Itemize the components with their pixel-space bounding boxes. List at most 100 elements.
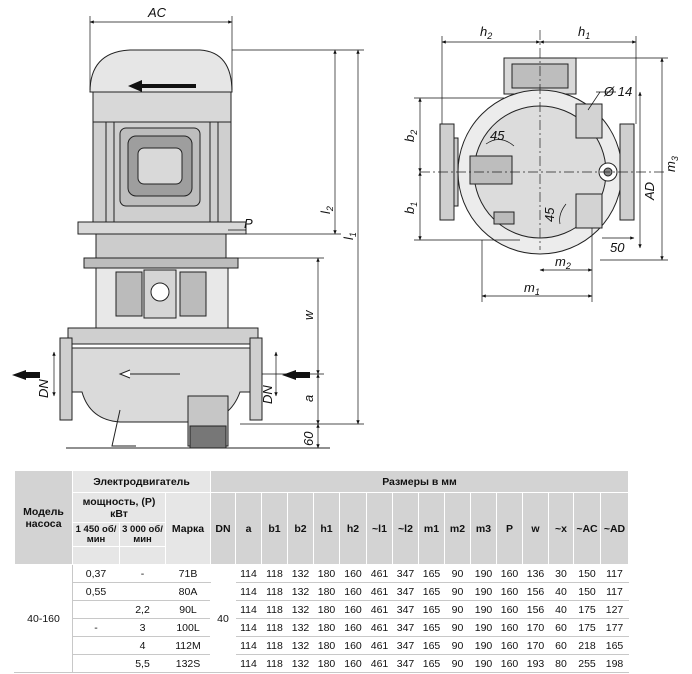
value-cell: 160 bbox=[496, 582, 523, 601]
value-cell: 218 bbox=[573, 636, 601, 655]
header-power: мощность, (P) кВт bbox=[72, 492, 166, 523]
model-cell: 40-160 bbox=[14, 564, 73, 673]
value-cell: 118 bbox=[261, 618, 288, 637]
svg-text:m3: m3 bbox=[663, 156, 680, 172]
value-cell: 132 bbox=[287, 618, 314, 637]
value-cell: 30 bbox=[548, 564, 574, 583]
header-col: m1 bbox=[418, 492, 445, 565]
value-cell: 118 bbox=[261, 654, 288, 673]
value-cell: 80 bbox=[548, 654, 574, 673]
header-col: a bbox=[235, 492, 262, 565]
value-cell: 90 bbox=[444, 636, 471, 655]
value-cell: 132 bbox=[287, 600, 314, 619]
value-cell: 114 bbox=[235, 636, 262, 655]
value-cell: 165 bbox=[418, 636, 445, 655]
value-cell: 160 bbox=[496, 600, 523, 619]
value-cell: 160 bbox=[496, 564, 523, 583]
outlet-flow-arrow-icon bbox=[12, 370, 40, 380]
value-cell: 118 bbox=[261, 582, 288, 601]
value-cell: 114 bbox=[235, 564, 262, 583]
header-model: Модель насоса bbox=[14, 470, 73, 565]
header-brand: Марка bbox=[165, 492, 211, 565]
value-cell: 165 bbox=[418, 600, 445, 619]
value-cell: 114 bbox=[235, 600, 262, 619]
brand-cell: 80A bbox=[165, 582, 211, 601]
value-cell: 90 bbox=[444, 618, 471, 637]
value-cell: 190 bbox=[470, 600, 497, 619]
svg-text:DN: DN bbox=[260, 385, 275, 404]
value-cell: 175 bbox=[573, 618, 601, 637]
header-motor: Электродвигатель bbox=[72, 470, 211, 493]
value-cell: 347 bbox=[392, 582, 419, 601]
power-3000-cell bbox=[119, 582, 166, 601]
value-cell: 461 bbox=[366, 582, 393, 601]
value-cell: 127 bbox=[600, 600, 629, 619]
pump-dimensions-table: Модель насоса Электродвигатель Размеры в… bbox=[14, 470, 629, 673]
top-dimension-lines bbox=[414, 36, 668, 302]
svg-text:h2: h2 bbox=[480, 24, 492, 41]
value-cell: 160 bbox=[496, 636, 523, 655]
header-dimensions: Размеры в мм bbox=[210, 470, 629, 493]
inlet-flow-arrow-icon bbox=[282, 370, 310, 380]
value-cell: 165 bbox=[418, 564, 445, 583]
value-cell: 160 bbox=[339, 582, 367, 601]
value-cell: 40 bbox=[548, 600, 574, 619]
svg-text:50: 50 bbox=[610, 240, 625, 255]
svg-text:Ø 14: Ø 14 bbox=[603, 84, 632, 99]
header-col: ~l2 bbox=[392, 492, 419, 565]
value-cell: 156 bbox=[522, 582, 549, 601]
value-cell: 198 bbox=[600, 654, 629, 673]
brand-cell: 71B bbox=[165, 564, 211, 583]
pump-front-view bbox=[59, 49, 330, 449]
value-cell: 175 bbox=[573, 600, 601, 619]
header-col: m3 bbox=[470, 492, 497, 565]
power-1450-cell: - bbox=[72, 618, 120, 637]
svg-text:AC: AC bbox=[147, 5, 167, 20]
value-cell: 132 bbox=[287, 564, 314, 583]
value-cell: 160 bbox=[496, 618, 523, 637]
rotation-arrow-icon bbox=[128, 80, 196, 92]
header-col: b1 bbox=[261, 492, 288, 565]
header-col: m2 bbox=[444, 492, 471, 565]
power-1450-cell bbox=[72, 600, 120, 619]
svg-text:b2: b2 bbox=[402, 130, 419, 142]
header-col: b2 bbox=[287, 492, 314, 565]
value-cell: 132 bbox=[287, 636, 314, 655]
svg-text:m1: m1 bbox=[524, 280, 540, 297]
header-col: h1 bbox=[313, 492, 340, 565]
svg-text:P: P bbox=[244, 216, 253, 231]
value-cell: 150 bbox=[573, 564, 601, 583]
value-cell: 170 bbox=[522, 636, 549, 655]
header-col: w bbox=[522, 492, 549, 565]
value-cell: 255 bbox=[573, 654, 601, 673]
svg-text:AD: AD bbox=[642, 182, 657, 201]
value-cell: 60 bbox=[548, 618, 574, 637]
value-cell: 347 bbox=[392, 618, 419, 637]
header-rpm-1450: 1 450 об/мин bbox=[72, 522, 120, 547]
svg-text:a: a bbox=[301, 395, 316, 402]
value-cell: 170 bbox=[522, 618, 549, 637]
header-col: P bbox=[496, 492, 523, 565]
value-cell: 165 bbox=[418, 654, 445, 673]
value-cell: 60 bbox=[548, 636, 574, 655]
top-dimension-labels: h2 h1 Ø 14 b2 b1 45 45 m3 AD 50 m2 m1 bbox=[402, 24, 680, 297]
value-cell: 90 bbox=[444, 582, 471, 601]
value-cell: 156 bbox=[522, 600, 549, 619]
value-cell: 132 bbox=[287, 654, 314, 673]
header-col: h2 bbox=[339, 492, 367, 565]
value-cell: 160 bbox=[496, 654, 523, 673]
power-3000-cell: 5,5 bbox=[119, 654, 166, 673]
value-cell: 114 bbox=[235, 618, 262, 637]
value-cell: 165 bbox=[418, 582, 445, 601]
value-cell: 180 bbox=[313, 564, 340, 583]
power-3000-cell: - bbox=[119, 564, 166, 583]
value-cell: 114 bbox=[235, 654, 262, 673]
power-3000-cell: 4 bbox=[119, 636, 166, 655]
value-cell: 160 bbox=[339, 636, 367, 655]
power-3000-cell: 3 bbox=[119, 618, 166, 637]
front-dimension-lines bbox=[52, 16, 364, 449]
